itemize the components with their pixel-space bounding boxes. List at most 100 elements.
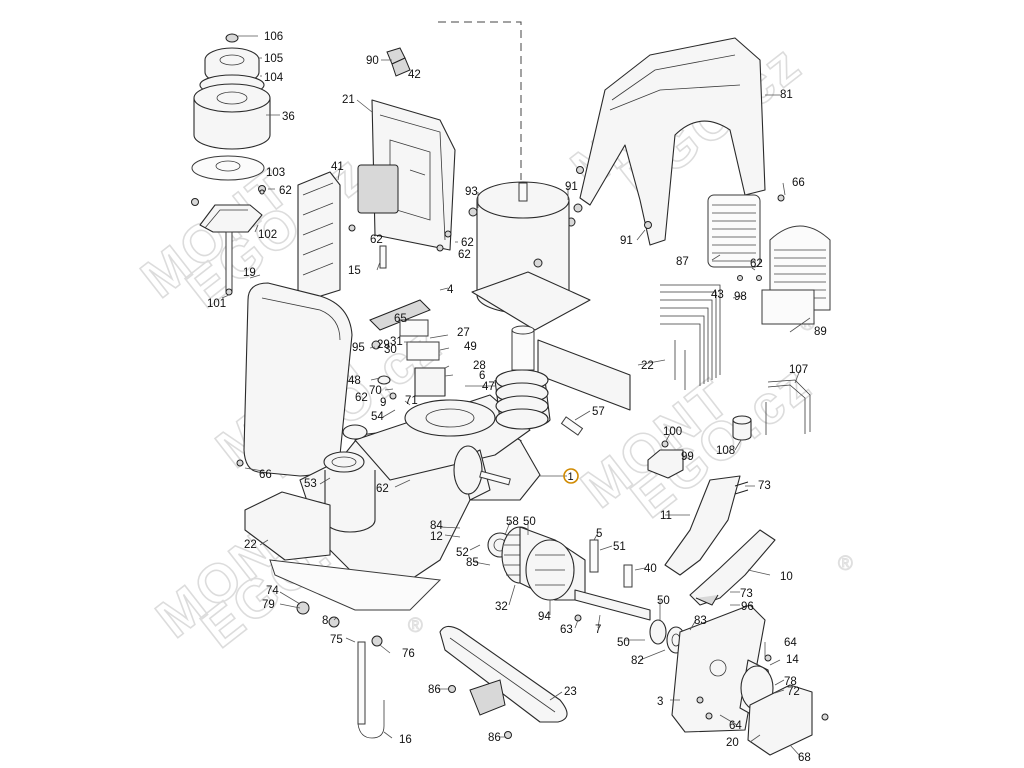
lever-11 (664, 475, 741, 576)
callout-108: 108 (716, 445, 735, 457)
callout-53: 53 (304, 478, 317, 490)
callout-4: 4 (447, 284, 454, 296)
callout-79: 79 (262, 599, 275, 611)
base-plate (269, 559, 442, 611)
bearing-50b (649, 619, 667, 645)
rectifier-99 (647, 449, 684, 479)
key-5 (589, 539, 599, 573)
bolt-101 (225, 231, 233, 293)
callout-57: 57 (592, 406, 605, 418)
callout-62: 62 (461, 237, 474, 249)
clip-42 (391, 57, 411, 77)
callout-98: 98 (734, 291, 747, 303)
callout-104: 104 (264, 72, 284, 84)
callout-86: 86 (428, 684, 441, 696)
callout-73: 73 (758, 480, 771, 492)
callout-62: 62 (355, 392, 368, 404)
callout-40: 40 (644, 563, 657, 575)
callout-1-marker (563, 468, 579, 484)
belt-23 (439, 625, 568, 723)
callout-102: 102 (258, 229, 277, 241)
callout-labels: 106 105 104 36 103 62 102 101 19 90 42 2… (207, 31, 827, 764)
callout-90: 90 (366, 55, 379, 67)
callout-72: 72 (787, 686, 800, 698)
callout-52: 52 (456, 547, 469, 559)
cable-107 (765, 379, 811, 435)
callout-65: 65 (394, 313, 407, 325)
pin-57 (560, 416, 584, 436)
bolt-16 (357, 641, 366, 725)
callout-41: 41 (331, 161, 344, 173)
grille-89 (769, 225, 831, 311)
harness-43 (660, 284, 721, 390)
svg-text:®: ® (838, 553, 853, 575)
callout-30: 30 (384, 344, 397, 356)
ferrite-108 (732, 420, 752, 441)
drive-belt (439, 625, 568, 739)
oil-cup-53 (324, 470, 376, 533)
callout-22: 22 (244, 539, 257, 551)
callout-29: 29 (377, 339, 390, 351)
grille-87 (707, 194, 761, 268)
callout-27: 27 (457, 327, 470, 339)
leader-lines (221, 35, 811, 757)
callout-93: 93 (465, 186, 478, 198)
callout-50: 50 (617, 637, 630, 649)
callout-47: 47 (482, 381, 495, 393)
switch-28 (414, 367, 446, 397)
bracket-102 (199, 204, 263, 233)
cover-19 (243, 282, 353, 477)
callout-89: 89 (814, 326, 827, 338)
nut-106 (225, 33, 239, 43)
callout-62: 62 (376, 483, 389, 495)
callout-68: 68 (798, 752, 811, 764)
pulley-stack (191, 33, 271, 296)
callout-58: 58 (506, 516, 519, 528)
callout-9: 9 (380, 397, 386, 409)
callout-49: 49 (464, 341, 477, 353)
side-cover (236, 282, 353, 477)
flywheel-36 (193, 98, 271, 150)
callout-62: 62 (370, 234, 383, 246)
washer-76 (371, 635, 383, 647)
callout-107: 107 (789, 364, 808, 376)
wiring (647, 284, 811, 479)
callout-64: 64 (784, 637, 797, 649)
callout-70: 70 (369, 385, 382, 397)
callout-10: 10 (780, 571, 793, 583)
shaft-7 (574, 589, 651, 621)
board-41 (297, 171, 341, 301)
bearing-84 (453, 445, 483, 495)
callout-32: 32 (495, 601, 508, 613)
callout-101: 101 (207, 298, 226, 310)
rail-22-lower (244, 491, 331, 561)
callout-22: 22 (641, 360, 654, 372)
callout-50: 50 (523, 516, 536, 528)
callout-19: 19 (243, 267, 256, 279)
top-cover (576, 37, 831, 325)
callout-43: 43 (711, 289, 724, 301)
callout-42: 42 (408, 69, 421, 81)
callout-91: 91 (620, 235, 633, 247)
callout-62: 62 (279, 185, 292, 197)
callout-82: 82 (631, 655, 644, 667)
callout-54: 54 (371, 411, 384, 423)
callout-1: 1 (568, 471, 574, 483)
callout-62: 62 (750, 258, 763, 270)
callout-21: 21 (342, 94, 355, 106)
callout-85: 85 (466, 557, 479, 569)
callout-48: 48 (348, 375, 361, 387)
callout-36: 36 (282, 111, 295, 123)
control-block (357, 164, 399, 214)
output-shaft (487, 526, 686, 654)
release-levers (664, 475, 776, 606)
callout-95: 95 (352, 342, 365, 354)
callout-73: 73 (740, 588, 753, 600)
callout-105: 105 (264, 53, 283, 65)
callout-74: 74 (266, 585, 279, 597)
callout-11: 11 (660, 510, 672, 522)
callout-15: 15 (348, 265, 361, 277)
control-unit (297, 47, 456, 301)
callout-12: 12 (430, 531, 443, 543)
